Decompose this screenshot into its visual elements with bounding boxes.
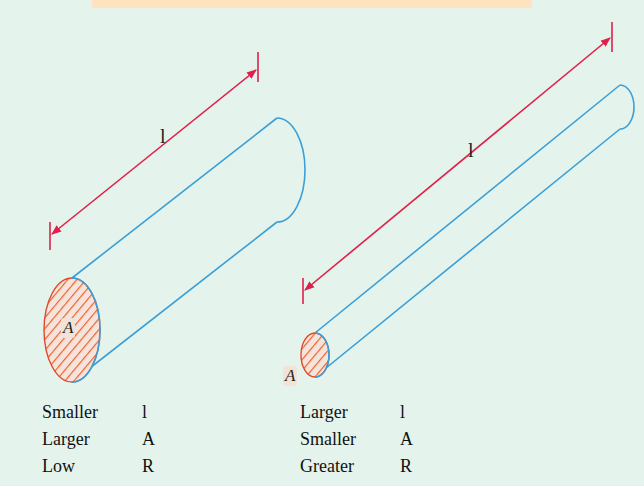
- comparison-word: Smaller: [42, 402, 98, 422]
- length-dimension: [50, 52, 258, 250]
- comparison-word: Greater: [300, 456, 354, 476]
- length-dimension: [303, 22, 612, 304]
- quantity-symbol: R: [142, 456, 154, 476]
- quantity-symbol: l: [400, 402, 405, 422]
- quantity-symbol: A: [142, 429, 155, 449]
- quantity-symbol: l: [142, 402, 147, 422]
- long-thin-conductor: [301, 85, 634, 377]
- comparison-word: Low: [42, 456, 75, 476]
- length-label: l: [468, 140, 474, 160]
- length-label: l: [160, 126, 166, 146]
- comparison-word: Larger: [42, 429, 90, 449]
- comparison-word: Smaller: [300, 429, 356, 449]
- top-band: [92, 0, 532, 8]
- area-label: A: [283, 366, 297, 386]
- quantity-symbol: R: [400, 456, 412, 476]
- comparison-word: Larger: [300, 402, 348, 422]
- short-thick-conductor: [44, 118, 305, 382]
- area-label: A: [61, 318, 75, 338]
- quantity-symbol: A: [400, 429, 413, 449]
